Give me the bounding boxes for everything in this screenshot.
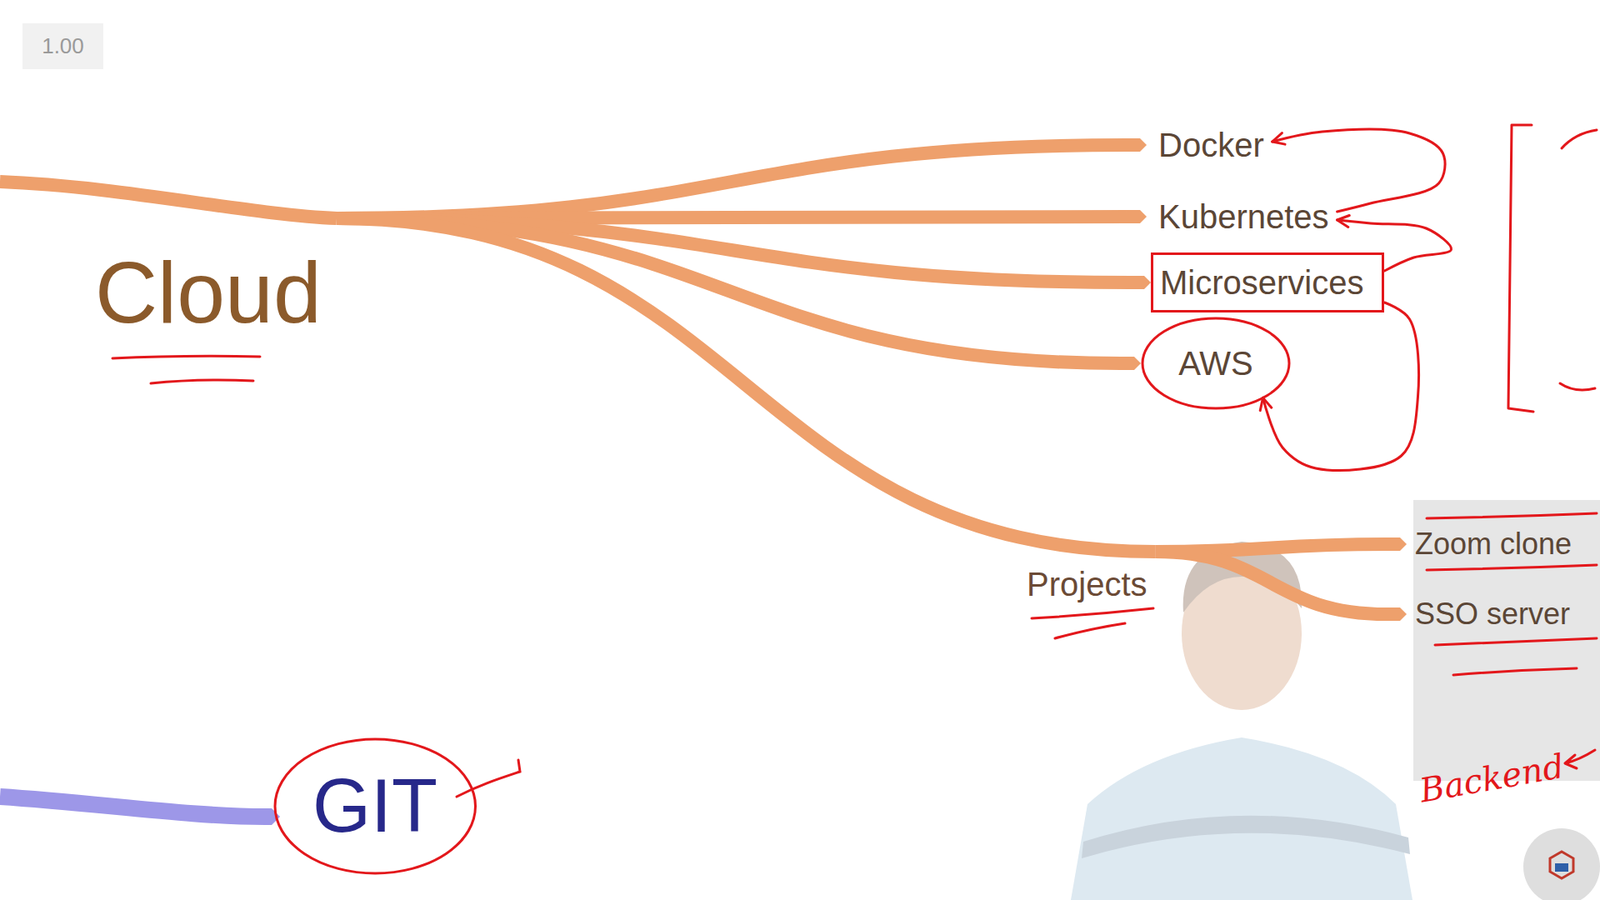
webcam-wall <box>1413 500 1600 781</box>
ink-underline <box>1453 668 1577 675</box>
ink-arrow <box>1263 302 1420 470</box>
topic-label: Projects <box>1018 551 1156 609</box>
ink-underline <box>1426 565 1597 570</box>
subtopic-label: SSO server <box>1406 593 1575 635</box>
subtopic-label: Zoom clone <box>1406 523 1577 565</box>
branch-connector <box>336 218 1121 364</box>
channel-logo-mark <box>1555 863 1569 872</box>
ink-overline <box>1426 513 1597 519</box>
channel-logo <box>1523 828 1600 900</box>
circled-subtopic: AWS <box>1140 316 1291 410</box>
ink-circle <box>1142 318 1290 409</box>
branch-connector <box>1155 551 1388 615</box>
node-text: GIT <box>312 768 438 844</box>
node-text: Microservices <box>1160 263 1364 302</box>
ink-underline <box>1031 608 1154 619</box>
node-text: Projects <box>1026 565 1148 604</box>
channel-logo-mark <box>1550 851 1574 879</box>
subtopic-label: Kubernetes <box>1146 194 1338 240</box>
git-band <box>0 796 265 817</box>
ink-arrow <box>1337 220 1452 271</box>
branch-trunk <box>0 181 337 219</box>
branch-connector <box>336 145 1127 219</box>
ink-underline <box>1055 623 1125 639</box>
branch-connector <box>336 218 1156 552</box>
circled-topic: GIT <box>273 737 478 875</box>
ink-underline <box>150 380 254 384</box>
node-text: Kubernetes <box>1158 197 1330 236</box>
ink-bracket <box>1508 125 1534 412</box>
timer-label: 1.00 <box>22 23 104 70</box>
ink-underline <box>112 355 260 359</box>
handwritten-note: Backend <box>1416 746 1567 810</box>
boxed-subtopic: Microservices <box>1150 252 1385 313</box>
topic-label: Cloud <box>86 218 337 352</box>
ink-stroke <box>1561 130 1597 149</box>
presenter-stripe <box>1081 815 1410 859</box>
ink-underline <box>1435 638 1597 645</box>
ink-circle <box>275 739 476 874</box>
subtopic-label: Docker <box>1146 122 1273 168</box>
node-text: AWS <box>1178 344 1254 383</box>
ink-stroke <box>1560 383 1595 390</box>
node-text: Docker <box>1158 125 1265 165</box>
node-text: Cloud <box>95 243 329 344</box>
presenter-body <box>1070 737 1413 900</box>
ink-arrow <box>1565 750 1595 769</box>
node-text: Zoom clone <box>1415 526 1572 561</box>
node-text: SSO server <box>1415 596 1570 631</box>
